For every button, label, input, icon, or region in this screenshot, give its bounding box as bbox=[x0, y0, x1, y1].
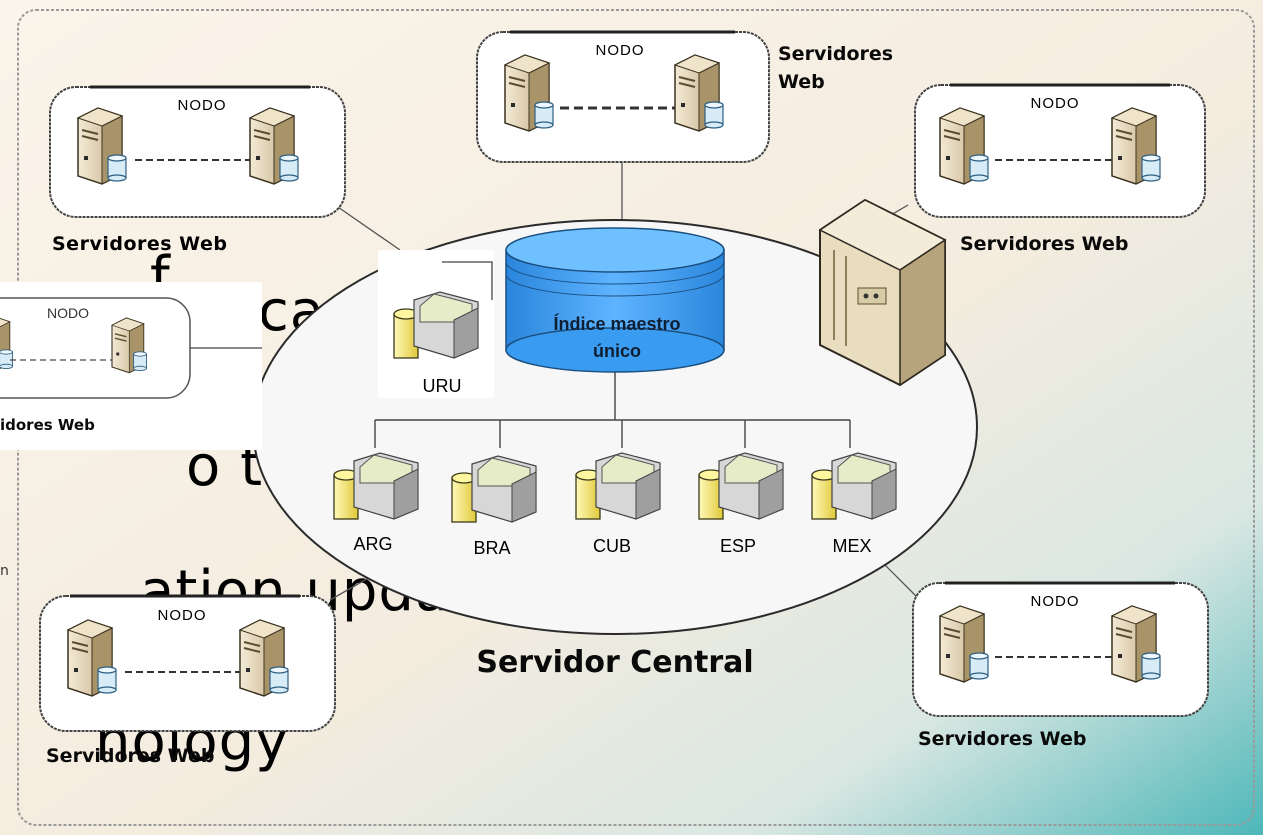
node-bottom-right: NODO bbox=[912, 581, 1209, 717]
folder-tree-lines bbox=[374, 372, 851, 448]
svg-text:MEX: MEX bbox=[832, 536, 871, 556]
svg-text:NODO: NODO bbox=[1031, 95, 1080, 112]
node-top-center: NODO bbox=[476, 30, 770, 163]
central-server-title: Servidor Central bbox=[476, 645, 753, 680]
index-label-line1: Índice maestro bbox=[553, 313, 680, 334]
central-tower-server bbox=[818, 198, 947, 387]
svg-text:ESP: ESP bbox=[720, 536, 756, 556]
folder-URU-label: URU bbox=[423, 376, 462, 396]
node-top-center-label-line1: Servidores bbox=[778, 43, 893, 65]
folder-ESP: ESP bbox=[698, 452, 784, 556]
svg-text:NODO: NODO bbox=[1031, 593, 1080, 610]
node-bottom-right-label: Servidores Web bbox=[918, 728, 1086, 750]
folder-MEX: MEX bbox=[811, 452, 897, 556]
node-bottom-left-label: Servidores Web bbox=[46, 745, 214, 767]
node-top-left-label: Servidores Web bbox=[52, 233, 227, 255]
inset-node-panel: NODO idores Web bbox=[0, 282, 262, 450]
node-top-center-label-line2: Web bbox=[778, 71, 825, 93]
master-index-cylinder: Índice maestro único bbox=[505, 227, 725, 373]
svg-text:NODO: NODO bbox=[158, 607, 207, 624]
folder-BRA: BRA bbox=[451, 455, 537, 558]
node-top-right-label: Servidores Web bbox=[960, 233, 1128, 255]
svg-text:NODO: NODO bbox=[47, 305, 89, 321]
svg-text:NODO: NODO bbox=[178, 97, 227, 114]
uru-folder-panel: URU bbox=[378, 250, 494, 398]
folder-CUB: CUB bbox=[575, 452, 661, 556]
folder-ARG: ARG bbox=[333, 452, 419, 554]
node-top-right: NODO bbox=[914, 83, 1206, 218]
inset-caption: idores Web bbox=[0, 416, 95, 434]
index-label-line2: único bbox=[593, 341, 641, 361]
svg-text:n: n bbox=[0, 563, 9, 579]
node-bottom-left: NODO bbox=[39, 594, 336, 732]
node-top-left: NODO bbox=[49, 85, 346, 218]
svg-text:BRA: BRA bbox=[473, 538, 510, 558]
svg-text:CUB: CUB bbox=[593, 536, 631, 556]
svg-text:NODO: NODO bbox=[596, 42, 645, 59]
svg-text:ARG: ARG bbox=[353, 534, 392, 554]
